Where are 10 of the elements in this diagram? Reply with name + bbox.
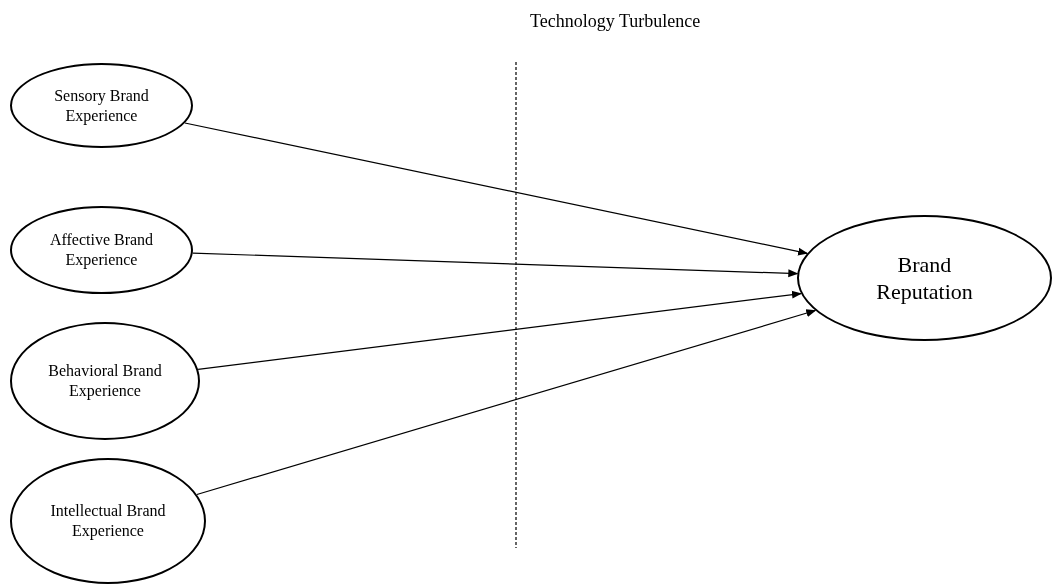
- node-label: Intellectual Brand Experience: [49, 501, 167, 541]
- arrow: [192, 252, 799, 278]
- arrow: [196, 309, 817, 496]
- node-label: Behavioral Brand Experience: [47, 361, 163, 401]
- node-label: Affective Brand Experience: [48, 230, 155, 270]
- node-label: Sensory Brand Experience: [53, 85, 150, 126]
- node-label: Brand Reputation: [875, 250, 974, 306]
- arrow: [197, 290, 802, 370]
- moderator-label: Technology Turbulence: [530, 10, 701, 33]
- arrow: [184, 122, 809, 256]
